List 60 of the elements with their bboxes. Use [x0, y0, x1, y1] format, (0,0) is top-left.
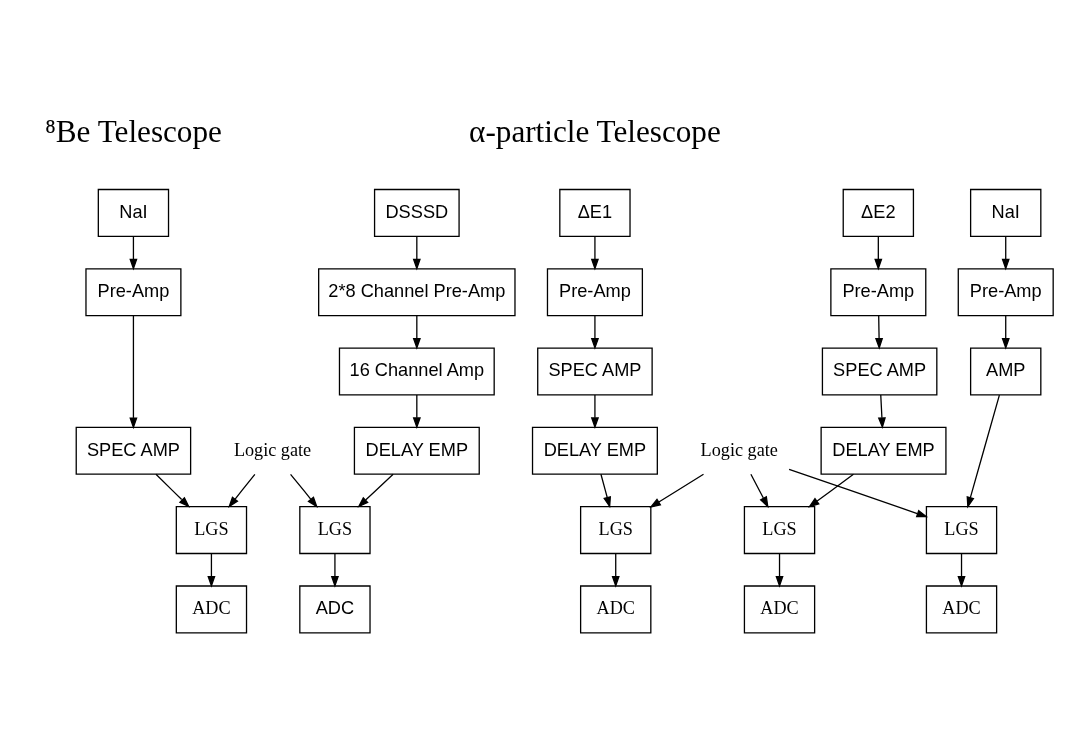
node-text: Logic gate [700, 439, 778, 460]
arrow [228, 473, 256, 508]
arrow [600, 473, 612, 509]
arrow [875, 315, 884, 350]
arrow [590, 235, 600, 271]
node-box: LGS [299, 506, 371, 555]
node-box: NaI [970, 188, 1042, 237]
node-box: Pre-Amp [85, 268, 182, 317]
arrow [750, 473, 769, 509]
node-box: ΔE2 [842, 188, 915, 237]
arrow [1001, 315, 1010, 350]
node-box: ADC [743, 585, 816, 634]
node-box: 16 Channel Amp [338, 347, 495, 396]
node-box: DSSSD [373, 188, 460, 237]
node-box: LGS [743, 506, 816, 555]
node-box: SPEC AMP [821, 347, 938, 396]
arrow [874, 235, 883, 271]
node-box: ADC [580, 585, 652, 634]
arrow [412, 235, 421, 271]
arrow [412, 315, 421, 350]
node-box: ADC [299, 585, 371, 634]
node-box: ADC [175, 585, 248, 634]
arrow [966, 394, 1001, 509]
node-box: LGS [580, 506, 652, 555]
node-box: Pre-Amp [957, 268, 1054, 317]
node-box: Pre-Amp [830, 268, 927, 317]
node-box: ΔE1 [559, 188, 631, 237]
arrow [1001, 235, 1010, 271]
node-box: DELAY EMP [531, 426, 658, 475]
arrow [957, 552, 966, 588]
node-box: ADC [925, 585, 998, 634]
arrow [129, 235, 138, 271]
node-box: Pre-Amp [546, 268, 644, 317]
arrow [330, 552, 340, 588]
node-box: 2*8 Channel Pre-Amp [318, 268, 516, 317]
arrow [155, 473, 191, 508]
arrow [807, 473, 855, 508]
node-text: Logic gate [233, 439, 312, 460]
node-box: SPEC AMP [75, 426, 192, 475]
arrow [775, 552, 784, 588]
arrow [357, 473, 394, 508]
label: α-particle Telescope [469, 113, 721, 149]
arrow [207, 552, 216, 588]
arrow [611, 552, 620, 588]
node-box: NaI [97, 188, 170, 237]
arrow [788, 468, 929, 518]
node-box: SPEC AMP [537, 347, 653, 396]
arrow [590, 315, 600, 350]
node-box: AMP [970, 347, 1042, 396]
node-box: DELAY EMP [820, 426, 947, 475]
node-box: LGS [925, 506, 998, 555]
label: ⁸Be Telescope [44, 113, 222, 149]
arrow [590, 394, 600, 430]
arrow [877, 394, 886, 430]
node-box: DELAY EMP [353, 426, 480, 475]
arrow [129, 315, 138, 430]
arrow [412, 394, 421, 430]
node-box: LGS [175, 506, 248, 555]
arrow [649, 473, 705, 508]
arrow [289, 473, 318, 508]
